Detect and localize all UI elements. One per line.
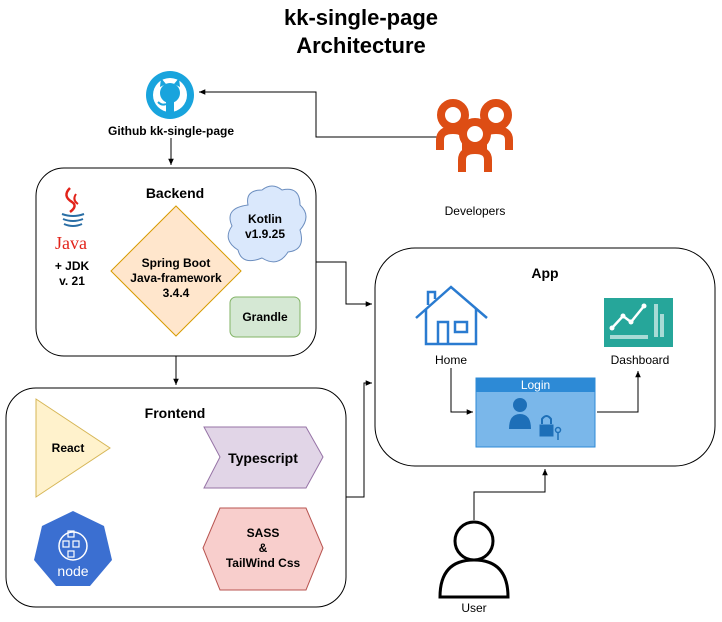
- github-label: Github kk-single-page: [107, 124, 234, 138]
- dashboard-label: Dashboard: [610, 353, 670, 367]
- svg-text:node: node: [57, 563, 88, 579]
- login-label: Login: [520, 378, 551, 392]
- github-icon: [146, 71, 194, 119]
- backend-to-app-arrow: [316, 261, 372, 307]
- title-line-2: Architecture: [296, 33, 426, 58]
- developers-label: Developers: [444, 204, 506, 218]
- java-icon: Java: [55, 187, 87, 253]
- sass-node: [202, 507, 324, 591]
- frontend-to-app-arrow: [346, 380, 372, 498]
- react-label: React: [51, 441, 85, 455]
- home-icon: [415, 285, 488, 346]
- spring-boot-label: Spring Boot Java-framework 3.4.4: [130, 256, 222, 300]
- kotlin-node: [227, 185, 307, 263]
- sass-label: SASS & TailWind Css: [225, 526, 301, 570]
- node-icon: node: [34, 511, 112, 586]
- typescript-label: Typescript: [228, 450, 298, 466]
- typescript-node: [203, 426, 324, 489]
- user-icon: [438, 520, 510, 599]
- kotlin-label: Kotlin v1.9.25: [244, 212, 286, 241]
- gradle-label: Grandle: [242, 310, 288, 324]
- user-to-app-arrow: [473, 469, 548, 520]
- frontend-title: Frontend: [144, 405, 206, 421]
- home-to-login-arrow: [450, 368, 473, 415]
- svg-text:Java: Java: [55, 233, 87, 253]
- user-lock-icon: [509, 398, 562, 440]
- react-node: [35, 398, 111, 498]
- login-to-dashboard-arrow: [597, 371, 641, 413]
- dashboard-icon: [604, 298, 673, 347]
- user-label: User: [461, 601, 487, 615]
- gradle-node: [229, 296, 301, 338]
- developers-to-github-arrow: [199, 89, 440, 138]
- jdk-label: + JDK v. 21: [54, 259, 90, 288]
- login-window: [475, 377, 596, 448]
- title-line-1: kk-single-page: [283, 5, 439, 30]
- spring-boot-node: [110, 205, 242, 337]
- home-label: Home: [434, 353, 467, 367]
- app-title: App: [531, 265, 559, 281]
- connectors: [168, 89, 641, 520]
- backend-title: Backend: [145, 185, 205, 201]
- page-title: kk-single-page Architecture: [0, 4, 722, 60]
- developers-icon: [436, 99, 513, 172]
